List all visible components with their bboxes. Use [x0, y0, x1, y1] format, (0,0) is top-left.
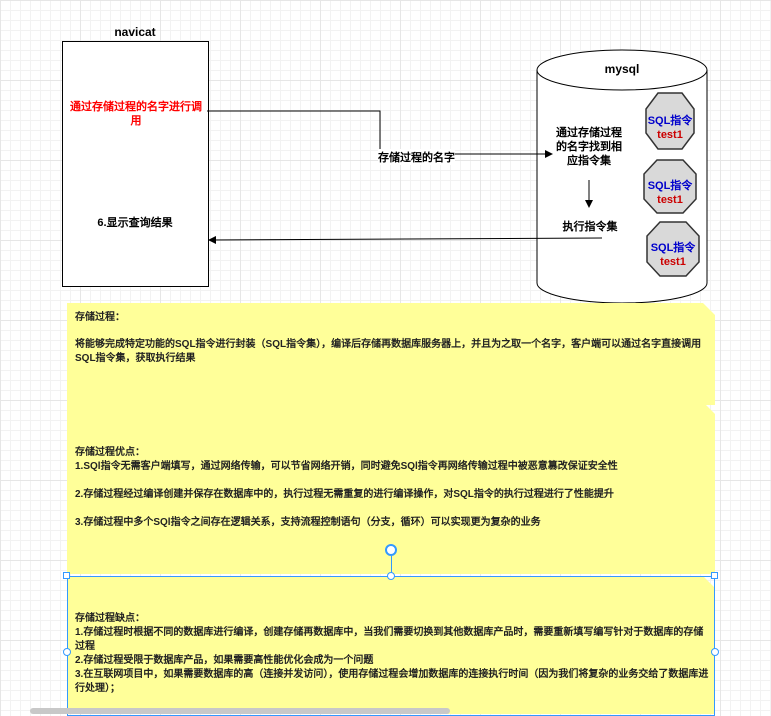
navicat-result-text: 6.显示查询结果: [97, 217, 173, 229]
pros-item-1: 1.SQl指令无需客户端填写，通过网络传输，可以节省网络开销，同时避免SQl指令…: [75, 461, 618, 472]
call-arrow[interactable]: [207, 110, 553, 158]
sql-octagon-2[interactable]: [643, 159, 697, 214]
pros-item-3: 3.存储过程中多个SQl指令之间存在逻辑关系，支持流程控制语句（分支，循环）可以…: [75, 517, 541, 528]
octagon-2-line2: test1: [657, 194, 683, 206]
resize-handle-top-right[interactable]: [711, 572, 718, 579]
definition-title: 存储过程：: [75, 312, 125, 323]
octagon-2-line1: SQL指令: [647, 180, 693, 192]
resize-handle-middle-left[interactable]: [63, 648, 71, 656]
octagon-label-1: SQL指令 test1: [642, 114, 698, 142]
navicat-title: navicat: [114, 25, 156, 39]
cons-item-1: 1.存储过程时根据不同的数据库进行编译，创建存储再数据库中，当我们需要切换到其他…: [75, 627, 704, 652]
note-definition[interactable]: 存储过程： 将能够完成特定功能的SQL指令进行封装（SQL指令集），编译后存储再…: [67, 303, 715, 405]
octagon-1-line2: test1: [657, 129, 683, 141]
result-arrow[interactable]: [208, 235, 603, 244]
cons-item-3: 3.在互联网项目中，如果需要数据库的高（连接并发访问），使用存储过程会增加数据库…: [75, 669, 709, 694]
pros-title: 存储过程优点：: [75, 447, 145, 458]
arrow-label: 存储过程的名字: [378, 149, 455, 165]
octagon-1-line1: SQL指令: [647, 115, 693, 127]
mysql-exec-text: 执行指令集: [562, 221, 618, 233]
mysql-title: mysql: [604, 62, 640, 76]
resize-handle-middle-right[interactable]: [711, 648, 719, 656]
pros-item-2: 2.存储过程经过编译创建并保存在数据库中的，执行过程无需重复的进行编译操作，对S…: [75, 489, 614, 500]
note-cons[interactable]: 存储过程缺点： 1.存储过程时根据不同的数据库进行编译，创建存储再数据库中，当我…: [67, 576, 715, 714]
resize-handle-top-middle[interactable]: [387, 572, 395, 580]
mysql-find-text: 通过存储过程的名字找到相应指令集: [556, 127, 622, 167]
octagon-3-line1: SQL指令: [650, 242, 696, 254]
navicat-result-box[interactable]: [62, 180, 209, 287]
navicat-call-text: 通过存储过程的名字进行调用: [70, 101, 202, 127]
sql-octagon-3[interactable]: [646, 221, 700, 277]
definition-body: 将能够完成特定功能的SQL指令进行封装（SQL指令集），编译后存储再数据库服务器…: [75, 339, 702, 364]
rotation-stem: [391, 556, 392, 576]
cons-title: 存储过程缺点：: [75, 613, 145, 624]
horizontal-scrollbar[interactable]: [30, 708, 450, 714]
sql-octagon-1[interactable]: [645, 92, 695, 150]
octagon-label-2: SQL指令 test1: [642, 179, 698, 207]
octagon-label-3: SQL指令 test1: [645, 241, 701, 269]
octagon-3-line2: test1: [660, 256, 686, 268]
resize-handle-top-left[interactable]: [63, 572, 70, 579]
rotation-handle[interactable]: [385, 544, 397, 556]
cons-item-2: 2.存储过程受限于数据库产品，如果需要高性能优化会成为一个问题: [75, 655, 374, 666]
